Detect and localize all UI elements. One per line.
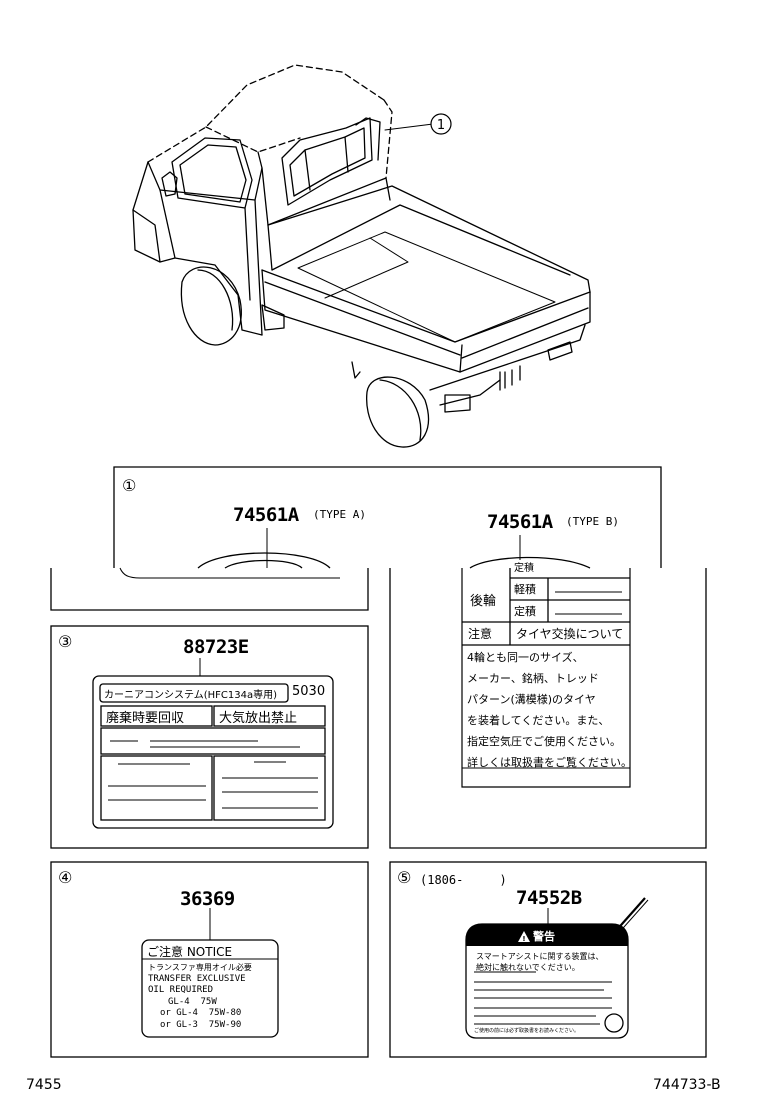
date-range-label: (1806- ) [420, 873, 507, 887]
figure-id-right: 744733-B [653, 1077, 721, 1093]
part-number-74552b: 74552B [516, 887, 582, 909]
callout-5-label: ⑤ [397, 868, 412, 887]
warning-heading: 警告 [533, 930, 555, 943]
tire-row-1: 定積 [514, 563, 534, 574]
tire-rear-label: 後輪 [470, 594, 497, 609]
tire-row-2: 軽積 [514, 583, 536, 596]
part-number-36369: 36369 [180, 888, 235, 910]
tire-notice-head: 注意 [468, 627, 493, 641]
oil-notice-line: GL-4 75W [168, 996, 217, 1007]
page-number-left: 7455 [26, 1077, 62, 1093]
oil-notice-line: or GL-3 75W-90 [160, 1019, 242, 1030]
warning-line-2: 絶対に触れないでください。 [476, 963, 580, 972]
type-b-label: (TYPE B) [566, 515, 619, 528]
warning-line-1: スマートアシストに関する装置は、 [476, 952, 604, 961]
tire-notice-title: タイヤ交換について [516, 627, 624, 641]
tire-row-3: 定積 [514, 605, 536, 618]
part-number-74561a-type-a: 74561A [233, 504, 299, 526]
tire-notice-line: メーカー、銘柄、トレッド [467, 672, 599, 685]
tire-notice-line: 4輪とも同一のサイズ、 [467, 651, 584, 664]
tire-notice-line: パターン(溝模様)のタイヤ [467, 693, 596, 706]
ac-label-cell-recover: 廃棄時要回収 [106, 711, 185, 726]
oil-notice-line: TRANSFER EXCLUSIVE [148, 973, 246, 984]
tire-notice-line: 詳しくは取扱書をご覧ください。 [467, 756, 632, 769]
ac-label-cell-no-release: 大気放出禁止 [219, 711, 298, 726]
oil-notice-line: トランスファ専用オイル必要 [148, 963, 252, 972]
callout-4-label: ④ [58, 868, 73, 887]
part-number-74561a-type-b: 74561A [487, 511, 553, 533]
oil-notice-line: OIL REQUIRED [148, 985, 214, 995]
svg-text:1: 1 [437, 118, 445, 133]
ac-label-title: カーニアコンシステム(HFC134a専用) [104, 690, 277, 701]
callout-1-label: ① [122, 476, 137, 495]
type-a-label: (TYPE A) [313, 508, 366, 521]
part-number-88723e: 88723E [183, 636, 249, 658]
warning-bottom-line: ご使用の前には必ず取扱書をお読みください。 [474, 1028, 580, 1034]
oil-notice-line: or GL-4 75W-80 [160, 1008, 242, 1018]
ac-label-code: 5030 [292, 684, 326, 699]
tire-notice-line: を装着してください。また、 [467, 714, 610, 727]
oil-notice-body: トランスファ専用オイル必要 TRANSFER EXCLUSIVE OIL REQ… [148, 962, 252, 1031]
notice-heading: ご注意 NOTICE [147, 945, 233, 959]
callout-3-label: ③ [58, 632, 73, 651]
tire-notice-body: 4輪とも同一のサイズ、 メーカー、銘柄、トレッド パターン(溝模様)のタイヤ を… [467, 647, 632, 773]
svg-text:!: ! [522, 935, 525, 943]
tire-notice-line: 指定空気圧でご使用ください。 [467, 735, 621, 748]
